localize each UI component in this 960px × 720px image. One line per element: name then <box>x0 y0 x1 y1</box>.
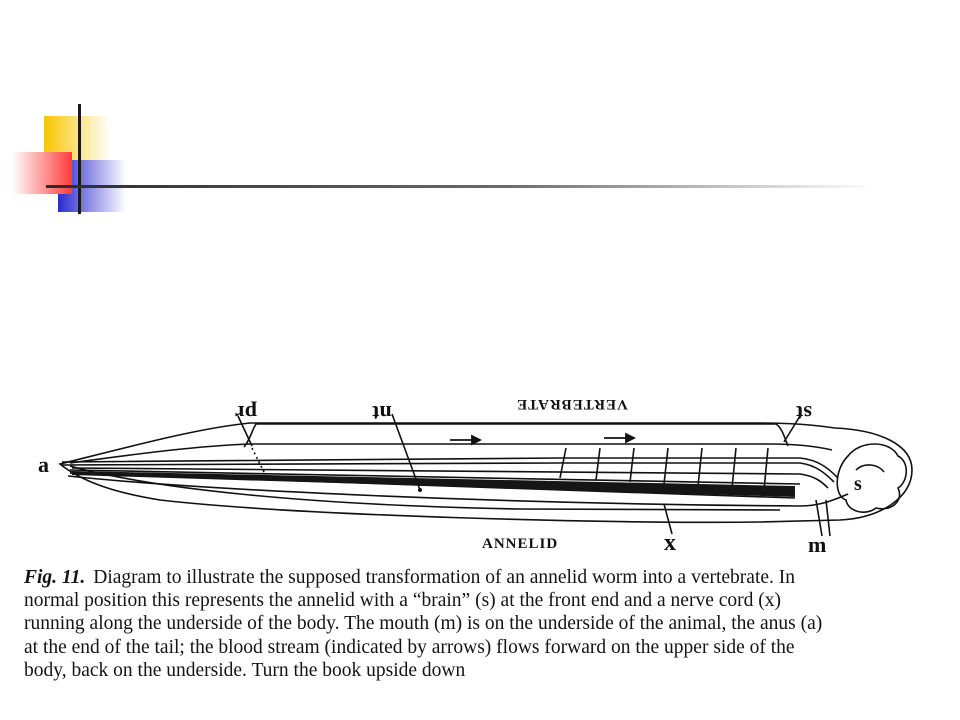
segment-6 <box>731 447 737 489</box>
pr-pointer <box>237 415 253 447</box>
nt-pointer <box>391 413 421 491</box>
label-a: a <box>38 452 49 477</box>
brain-fold <box>855 464 885 473</box>
vertical-rule <box>78 104 81 214</box>
body-outline <box>58 422 913 524</box>
label-x: x <box>664 530 676 556</box>
dorsal-vessel <box>71 467 829 489</box>
label-m: m <box>808 532 826 557</box>
caption-line-3: running along the underside of the body.… <box>24 613 823 635</box>
nerve-cord-upper <box>69 469 801 485</box>
segment-1 <box>559 447 567 479</box>
caption-figure-label: Fig. 11. <box>24 567 86 588</box>
upper-tube-2 <box>61 462 835 483</box>
label-pr: pr <box>235 401 257 426</box>
caption-line-4: at the end of the tail; the blood stream… <box>24 636 795 658</box>
nerve-dot <box>418 488 422 492</box>
segment-4 <box>663 447 669 485</box>
inner-outline <box>69 443 833 464</box>
pr-dotted <box>251 447 267 477</box>
caption-line-1: Fig. 11. Diagram to illustrate the suppos… <box>24 566 940 589</box>
label-s: s <box>854 473 862 495</box>
segment-5 <box>697 447 703 487</box>
mouth-line-1 <box>815 499 823 537</box>
annelid-vertebrate-diagram: pr nt VERTEBRATE st a s ANNELID x m <box>38 396 913 557</box>
label-nt: nt <box>372 401 392 426</box>
segment-7 <box>763 447 769 491</box>
nerve-cord-fill <box>72 471 795 497</box>
segment-2 <box>595 447 601 481</box>
label-annelid: ANNELID <box>482 536 558 552</box>
figure-caption: Fig. 11. Diagram to illustrate the suppos… <box>24 566 940 682</box>
brain-outline <box>836 443 908 513</box>
mouth-line-2 <box>825 499 831 537</box>
caption-line-5: body, back on the underside. Turn the bo… <box>24 659 466 681</box>
label-st: st <box>795 401 812 426</box>
label-vertebrate: VERTEBRATE <box>516 396 628 412</box>
caption-line-2: normal position this represents the anne… <box>24 590 781 612</box>
segment-3 <box>629 447 635 483</box>
x-pointer <box>663 503 673 535</box>
horizontal-rule <box>46 185 876 188</box>
caption-line-1-text: Diagram to illustrate the supposed trans… <box>93 567 796 588</box>
st-pointer <box>783 415 801 443</box>
upper-tube <box>61 457 839 479</box>
slide-decoration <box>12 104 876 214</box>
